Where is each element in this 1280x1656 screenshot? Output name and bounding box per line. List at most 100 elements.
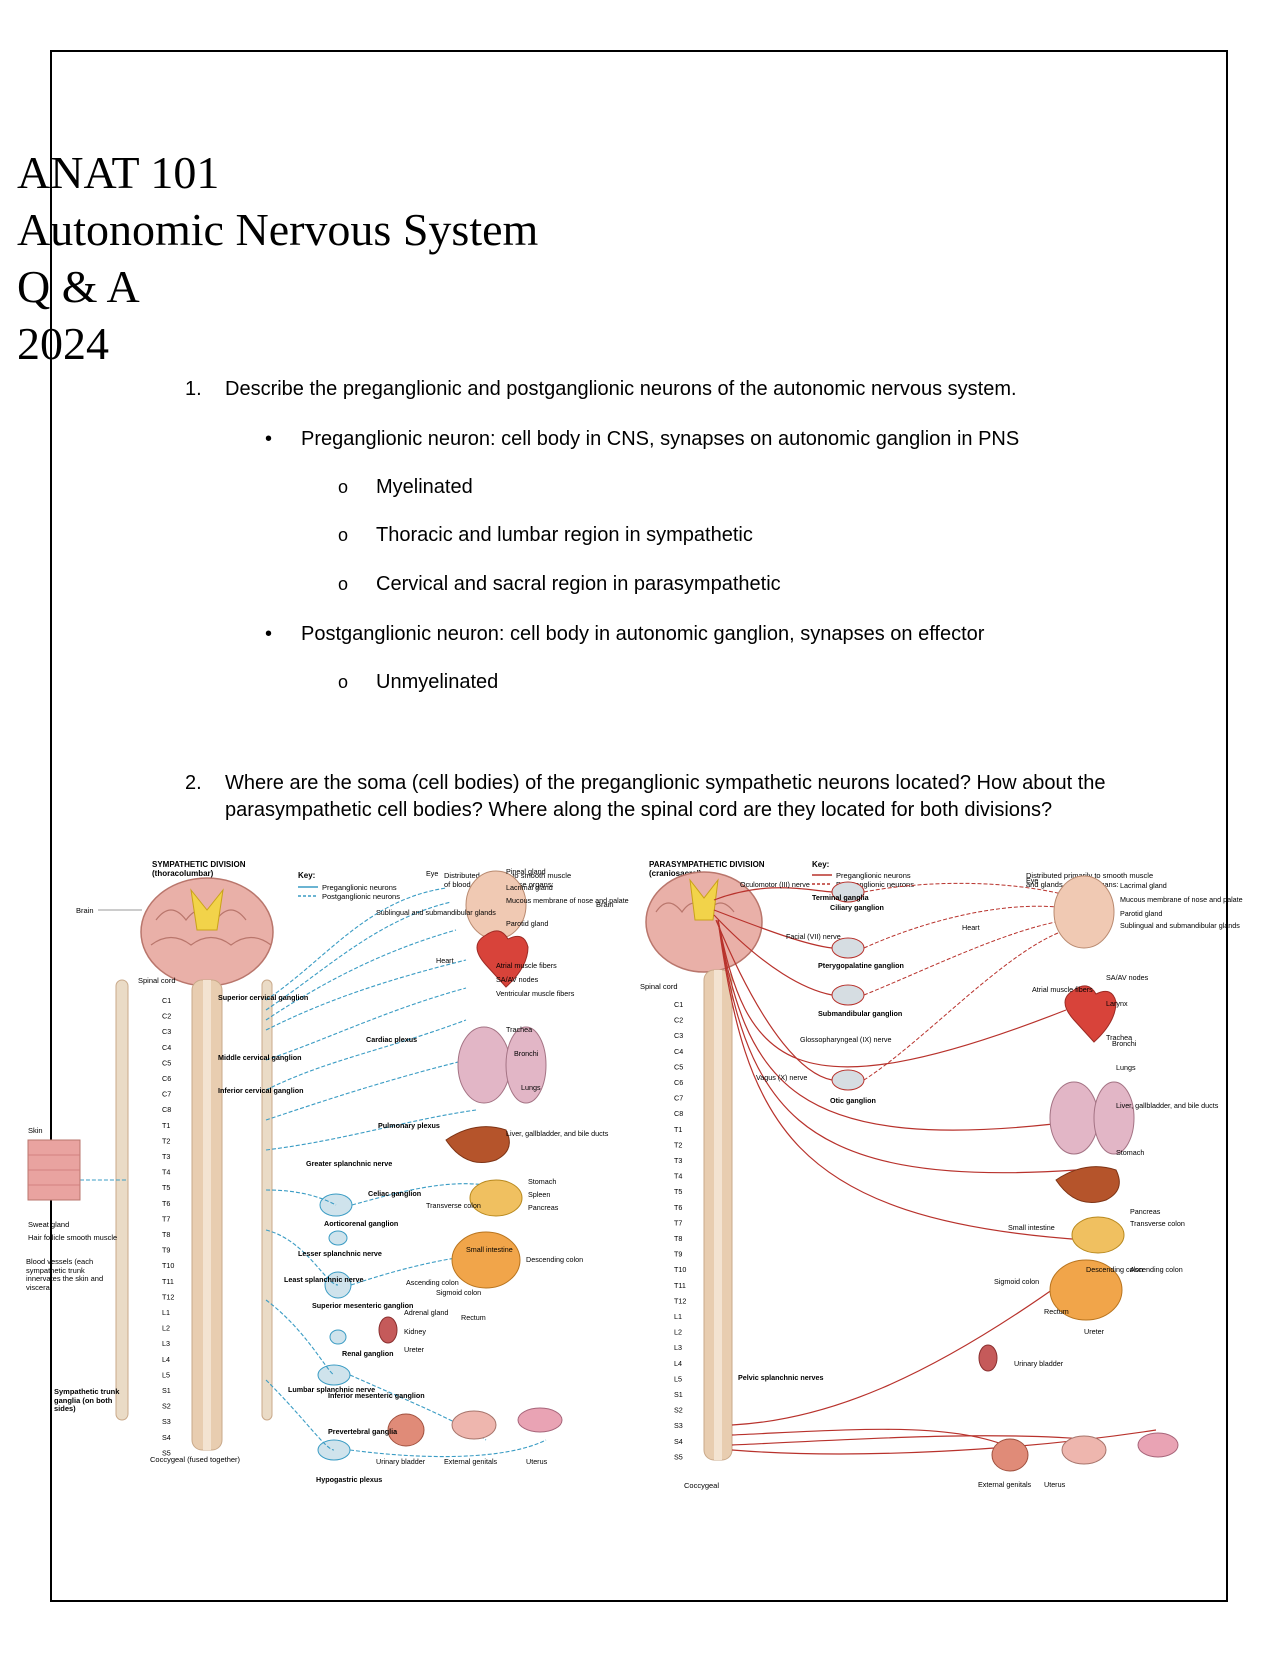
segment-label-l3: L3	[674, 1343, 682, 1352]
question-text: Describe the preganglionic and postgangl…	[225, 378, 1017, 400]
otic-ganglion-shape	[831, 1069, 865, 1091]
segment-label-l4: L4	[674, 1359, 682, 1368]
para-organ-label: Stomach	[1116, 1148, 1144, 1157]
sweat-gland-label: Sweat gland	[28, 1220, 69, 1229]
symp-brain-label: Brain	[76, 906, 94, 915]
fiber	[717, 919, 1087, 1131]
symp-cord-center	[203, 980, 211, 1450]
symp-organ-label: Lungs	[521, 1083, 541, 1092]
question-number: 1.	[185, 378, 202, 400]
segment-label-c1: C1	[674, 1000, 683, 1009]
para-spinal-label: Spinal cord	[640, 982, 678, 991]
symp-organ-label: Kidney	[404, 1327, 426, 1336]
fiber	[349, 1439, 547, 1458]
segment-label-t9: T9	[674, 1250, 682, 1259]
symp-key-pre: Preganglionic neurons	[322, 883, 397, 892]
fiber	[731, 1279, 1067, 1426]
para-nerve-label: Otic ganglion	[830, 1096, 876, 1105]
symp-ganglion-label: Least splanchnic nerve	[284, 1275, 364, 1284]
fiber	[265, 1229, 339, 1286]
para-brain	[645, 871, 763, 973]
fiber	[265, 1059, 467, 1121]
para-bladder	[991, 1438, 1029, 1472]
symp-key-title: Key:	[298, 871, 315, 880]
segment-label-t5: T5	[162, 1183, 170, 1192]
segment-label-c8: C8	[674, 1109, 683, 1118]
symp-organ-label: Sigmoid colon	[436, 1288, 481, 1297]
para-segment-labels: C1C2C3C4C5C6C7C8T1T2T3T4T5T6T7T8T9T10T11…	[674, 1000, 686, 1461]
para-organ-label: Liver, gallbladder, and bile ducts	[1116, 1101, 1219, 1110]
symp-organ-label: Stomach	[528, 1177, 556, 1186]
bullet-text: Preganglionic neuron: cell body in CNS, …	[301, 428, 1020, 450]
symp-organ-label: Descending colon	[526, 1255, 583, 1264]
bullet-marker: •	[265, 428, 273, 450]
fiber	[863, 905, 1067, 949]
sub-marker: o	[338, 672, 349, 692]
symp-brain-folds-2	[150, 936, 272, 946]
para-genitals	[1061, 1435, 1107, 1465]
segment-label-t1: T1	[162, 1121, 170, 1130]
para-organ-label: Rectum	[1044, 1307, 1069, 1316]
symp-organ-label: Bronchi	[514, 1049, 539, 1058]
hair-follicle-label: Hair follicle smooth muscle	[28, 1233, 117, 1242]
fiber	[717, 919, 1067, 1068]
question-number: 2.	[185, 772, 202, 794]
segment-label-t7: T7	[162, 1214, 170, 1223]
skin-layers	[28, 1154, 80, 1186]
para-ganglia	[831, 881, 865, 1091]
para-organ-label: Bronchi	[1112, 1039, 1137, 1048]
segment-label-t9: T9	[162, 1246, 170, 1255]
symp-uterus	[517, 1407, 563, 1433]
segment-label-l3: L3	[162, 1339, 170, 1348]
para-post-fibers	[863, 882, 1067, 1081]
para-organ-label: Trachea	[1106, 1033, 1132, 1042]
para-organ-label: Ascending colon	[1130, 1265, 1183, 1274]
symp-ganglion-label: Celiac ganglion	[368, 1189, 421, 1198]
document-title: ANAT 101 Autonomic Nervous System Q & A …	[17, 144, 538, 372]
symp-ganglion-label: Lumbar splanchnic nerve	[288, 1385, 375, 1394]
symp-organ-label: Ureter	[404, 1345, 425, 1354]
symp-trunk-chain	[115, 979, 273, 1421]
symp-key-post: Postganglionic neurons	[322, 892, 400, 901]
para-nerve-fibers	[713, 887, 1157, 1455]
segment-label-t3: T3	[674, 1156, 682, 1165]
page-border	[50, 50, 1228, 1602]
sub-marker: o	[338, 574, 349, 594]
symp-ganglion-label: Inferior cervical ganglion	[218, 1086, 303, 1095]
segment-label-c1: C1	[162, 996, 171, 1005]
segment-label-t10: T10	[674, 1265, 686, 1274]
segment-label-s2: S2	[674, 1406, 683, 1415]
symp-liver	[445, 1126, 510, 1163]
segment-label-t10: T10	[162, 1261, 174, 1270]
symp-coccygeal-label: Coccygeal (fused together)	[150, 1455, 241, 1464]
para-organ-label: Mucous membrane of nose and palate	[1120, 895, 1243, 904]
fiber	[731, 1428, 1017, 1451]
para-distributed: Distributed primarily to smooth muscle	[1026, 871, 1153, 880]
fiber	[349, 1374, 487, 1441]
symp-organ-label: Eye	[426, 869, 438, 878]
fiber	[713, 887, 833, 901]
symp-organ-label: SA/AV nodes	[496, 975, 539, 984]
segment-label-l2: L2	[674, 1328, 682, 1337]
symp-organ-label: Atrial muscle fibers	[496, 961, 557, 970]
blood-vessels-label: Blood vessels (each sympathetic trunk in…	[26, 1258, 104, 1292]
qa-label: Q & A	[17, 261, 140, 312]
symp-organ-label: Liver, gallbladder, and bile ducts	[506, 1129, 609, 1138]
sympathetic-panel: SYMPATHETIC DIVISION (thoracolumbar) Key…	[26, 860, 629, 1484]
symp-organ-label: Transverse colon	[426, 1201, 481, 1210]
para-organ-label: Small intestine	[1008, 1223, 1055, 1232]
segment-label-l5: L5	[162, 1370, 170, 1379]
sub-bullet-text: Myelinated	[376, 476, 473, 498]
topic-title: Autonomic Nervous System	[17, 204, 539, 255]
symp-ganglion-label: Prevertebral ganglia	[328, 1427, 398, 1436]
symp-ganglion-label: Middle cervical ganglion	[218, 1053, 301, 1062]
segment-label-c7: C7	[162, 1090, 171, 1099]
fiber	[265, 1299, 335, 1376]
segment-label-s3: S3	[674, 1421, 683, 1430]
fiber	[265, 1379, 335, 1451]
symp-organ-label: Pancreas	[528, 1203, 559, 1212]
symp-organ-label: Lacrimal gland	[506, 883, 553, 892]
fiber	[265, 1109, 477, 1151]
segment-label-t12: T12	[162, 1292, 174, 1301]
